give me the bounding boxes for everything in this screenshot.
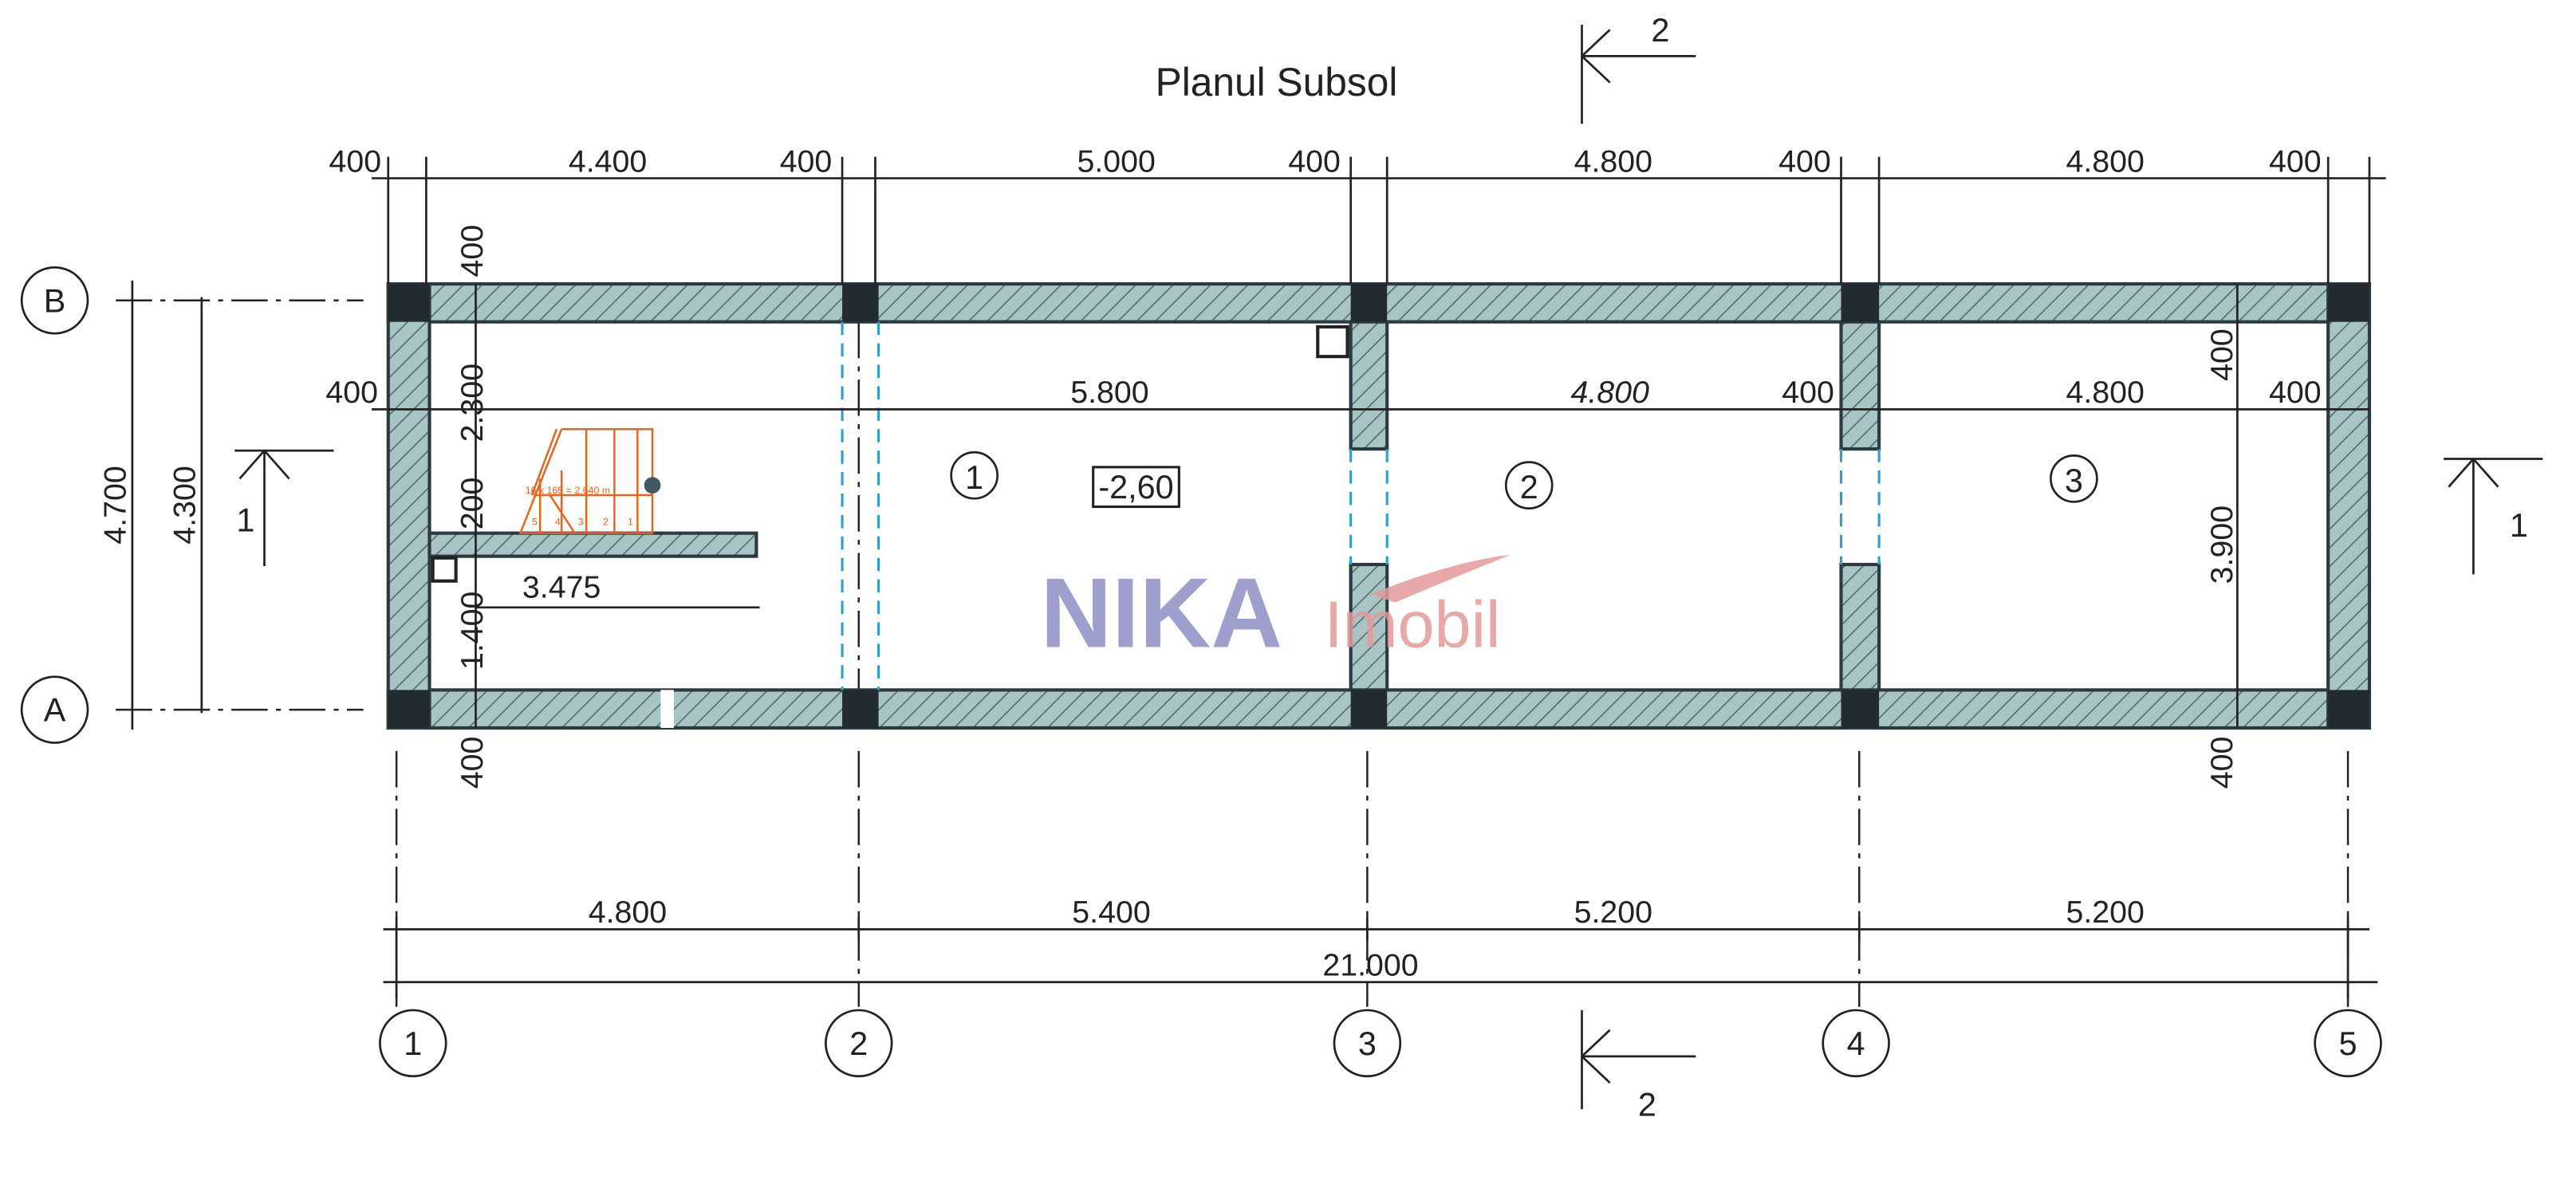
dimension-label: B [44, 282, 66, 319]
dimension-label: 400 [780, 144, 833, 179]
stair-length-dim: 3.475 [522, 569, 601, 604]
dimension-label: 2.300 [455, 364, 490, 442]
dimension-label: 2 [849, 1025, 868, 1062]
dimension-label: 3 [1358, 1025, 1377, 1062]
dimension-label: 1 [236, 502, 254, 539]
top-dimensions: 400 4.400 400 5.000 400 4.800 400 4.800 … [329, 144, 2322, 179]
axis-A: A [20, 675, 89, 744]
bottom-dimensions: 4.800 5.400 5.200 5.200 21.000 [589, 895, 2145, 982]
axis-4: 4 [1822, 1009, 1890, 1078]
section-marker-2-bottom: 2 [1581, 1009, 1696, 1123]
axis-5: 5 [2314, 1009, 2382, 1078]
axis-3: 3 [1333, 1009, 1402, 1078]
dimension-label: 16 x 165 = 2,640 m [526, 485, 611, 496]
dimension-label: 3.900 [2204, 506, 2239, 584]
axis-B: B [20, 266, 89, 335]
dimension-label: 1 [965, 459, 983, 496]
level-mark: -2,60 [1092, 466, 1180, 509]
section-marker-1-right: 1 [2444, 458, 2543, 575]
section-marker-1-left: 1 [234, 449, 334, 567]
dimension-label: 5.400 [1072, 895, 1150, 930]
dimension-label: 400 [455, 737, 490, 789]
dimension-label: 400 [2269, 375, 2322, 410]
dimension-label: 5 [532, 516, 538, 527]
dimension-label: A [44, 692, 66, 729]
vent-icon [1316, 325, 1349, 359]
dimension-label: 200 [455, 478, 490, 530]
dimension-label: 400 [1778, 144, 1831, 179]
dimension-label: 3 [578, 516, 584, 527]
dimension-label: 4 [1847, 1025, 1865, 1062]
dimension-label: 4.800 [1574, 144, 1652, 179]
dimension-label: 4.300 [167, 466, 203, 544]
columns [388, 284, 2369, 728]
svg-text:NIKA: NIKA [1040, 558, 1282, 668]
svg-text:Imobil: Imobil [1325, 587, 1501, 661]
dimension-label: 4.700 [98, 466, 133, 544]
dimension-label: 2 [603, 516, 609, 527]
axis-2: 2 [825, 1009, 893, 1078]
dimension-label: 400 [2269, 144, 2322, 179]
dimension-label: 4.800 [589, 895, 667, 930]
plan-title: Planul Subsol [1156, 60, 1398, 104]
room-2-label: 2 [1504, 461, 1554, 510]
dimension-label: 4.400 [569, 144, 647, 179]
dimension-label: 21.000 [1322, 947, 1418, 982]
dimension-label: 2 [1651, 12, 1669, 49]
left-dimensions: 4.700 4.300 400 2.300 200 1.400 400 [98, 225, 490, 789]
axis-1: 1 [379, 1009, 447, 1078]
dimension-label: 2 [1520, 469, 1538, 506]
dimension-label: 400 [2204, 329, 2239, 381]
dimension-label: 1 [2510, 507, 2528, 544]
dimension-label: 5.200 [1574, 895, 1652, 930]
dimension-label: 1 [404, 1025, 422, 1062]
dimension-label: 400 [1782, 375, 1834, 410]
dimension-label: 400 [2204, 737, 2239, 789]
dimension-label: 5 [2339, 1025, 2357, 1062]
stair: 16 x 165 = 2,640 m 5 4 3 2 1 [518, 427, 661, 534]
room-3-label: 3 [2050, 454, 2098, 503]
inner-dimensions: 400 5.800 4.800 400 4.800 400 [325, 375, 2321, 410]
dimension-label: 5.800 [1070, 375, 1148, 410]
room-1-label: 1 [950, 450, 998, 500]
dimension-label: 4.800 [2066, 144, 2145, 179]
dimension-label: 4.800 [2066, 375, 2145, 410]
vent-icon [431, 556, 458, 583]
dimension-label: 4 [555, 516, 561, 527]
section-marker-2-top: 2 [1581, 12, 1696, 124]
right-dimensions: 400 3.900 400 [2204, 329, 2239, 789]
dimension-label: 400 [325, 375, 378, 410]
dimension-label: 2 [1638, 1086, 1656, 1123]
dimension-label: -2,60 [1098, 469, 1173, 506]
dimension-label: 5.000 [1077, 144, 1155, 179]
dimension-label: 1.400 [455, 592, 490, 670]
dimension-label: 4.800 [1570, 375, 1649, 410]
dimension-label: 5.200 [2066, 895, 2145, 930]
dimension-label: 400 [455, 225, 490, 277]
dimension-label: 400 [1288, 144, 1341, 179]
dimension-label: 3 [2065, 462, 2083, 499]
dimension-label: 400 [329, 144, 382, 179]
watermark-logo: NIKA Imobil [1040, 554, 1511, 668]
dimension-label: 1 [628, 516, 633, 527]
